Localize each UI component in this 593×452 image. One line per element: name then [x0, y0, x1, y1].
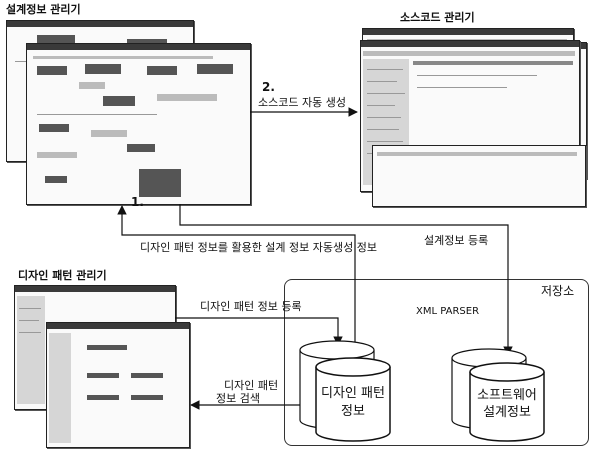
step1-number: 1.	[131, 195, 144, 209]
db-software-label-1: 소프트웨어	[477, 388, 537, 403]
db-cylinder-pattern-front	[315, 357, 391, 442]
step1-label: 디자인 패턴 정보를 활용한 설계 정보 자동생성 정보	[140, 241, 377, 254]
step2-number: 2.	[262, 80, 275, 94]
source-manager-window-bottom	[372, 145, 586, 207]
xml-parser-label: XML PARSER	[416, 306, 480, 317]
repository-title: 저장소	[541, 284, 575, 298]
arrow-pattern-register	[175, 317, 343, 346]
pattern-search-label-1: 디자인 패턴	[224, 379, 279, 392]
arrow-design-register	[179, 204, 513, 356]
db-cylinder-software-front	[469, 362, 545, 442]
design-manager-title: 설계정보 관리기	[6, 3, 81, 16]
pattern-manager-window-front	[46, 322, 190, 448]
db-pattern-label-2: 정보	[341, 404, 365, 419]
db-software-label-2: 설계정보	[483, 405, 531, 420]
pattern-manager-title: 디자인 패턴 관리기	[18, 269, 107, 282]
design-register-label: 설계정보 등록	[424, 234, 489, 247]
step2-label: 소스코드 자동 생성	[258, 96, 346, 109]
arrow-auto-design	[117, 205, 356, 352]
pattern-register-label: 디자인 패턴 정보 등록	[200, 300, 302, 313]
design-manager-window-front	[26, 43, 251, 205]
db-pattern-label-1: 디자인 패턴	[321, 386, 385, 401]
pattern-search-label-2: 정보 검색	[216, 392, 260, 405]
source-manager-title: 소스코드 관리기	[400, 11, 475, 24]
